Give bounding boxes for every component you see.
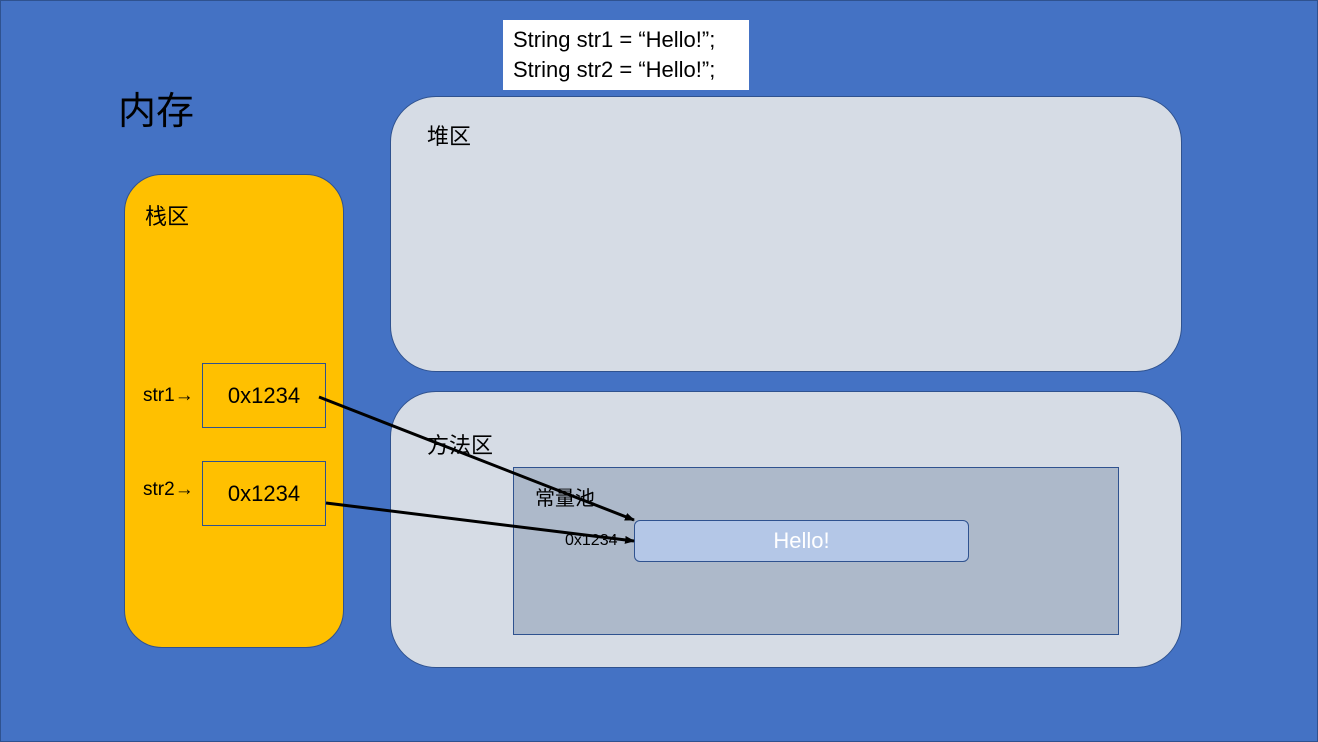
code-line-2: String str2 = “Hello!”; (513, 57, 716, 82)
memory-title: 内存 (118, 89, 195, 133)
code-line-1: String str1 = “Hello!”; (513, 27, 716, 52)
str2-reference-arrow (325, 501, 635, 544)
str2-name: str2 (143, 479, 175, 500)
right-arrow-icon: → (174, 385, 194, 406)
str2-cell: 0x1234 (202, 461, 326, 526)
str2-label: str2→ (143, 479, 194, 501)
str1-cell: 0x1234 (202, 363, 326, 428)
method-area-label: 方法区 (427, 434, 494, 459)
stack-label: 栈区 (145, 205, 190, 230)
heap-region (390, 96, 1182, 372)
constant-pool-label: 常量池 (535, 486, 595, 510)
str1-reference-arrow (318, 395, 635, 522)
right-arrow-icon: → (174, 479, 194, 500)
heap-label: 堆区 (427, 125, 472, 150)
stack-region (124, 174, 344, 648)
code-snippet: String str1 = “Hello!”; String str2 = “H… (503, 20, 749, 90)
str1-name: str1 (143, 385, 175, 406)
string-literal-entry: Hello! (634, 520, 969, 562)
str1-label: str1→ (143, 385, 194, 407)
